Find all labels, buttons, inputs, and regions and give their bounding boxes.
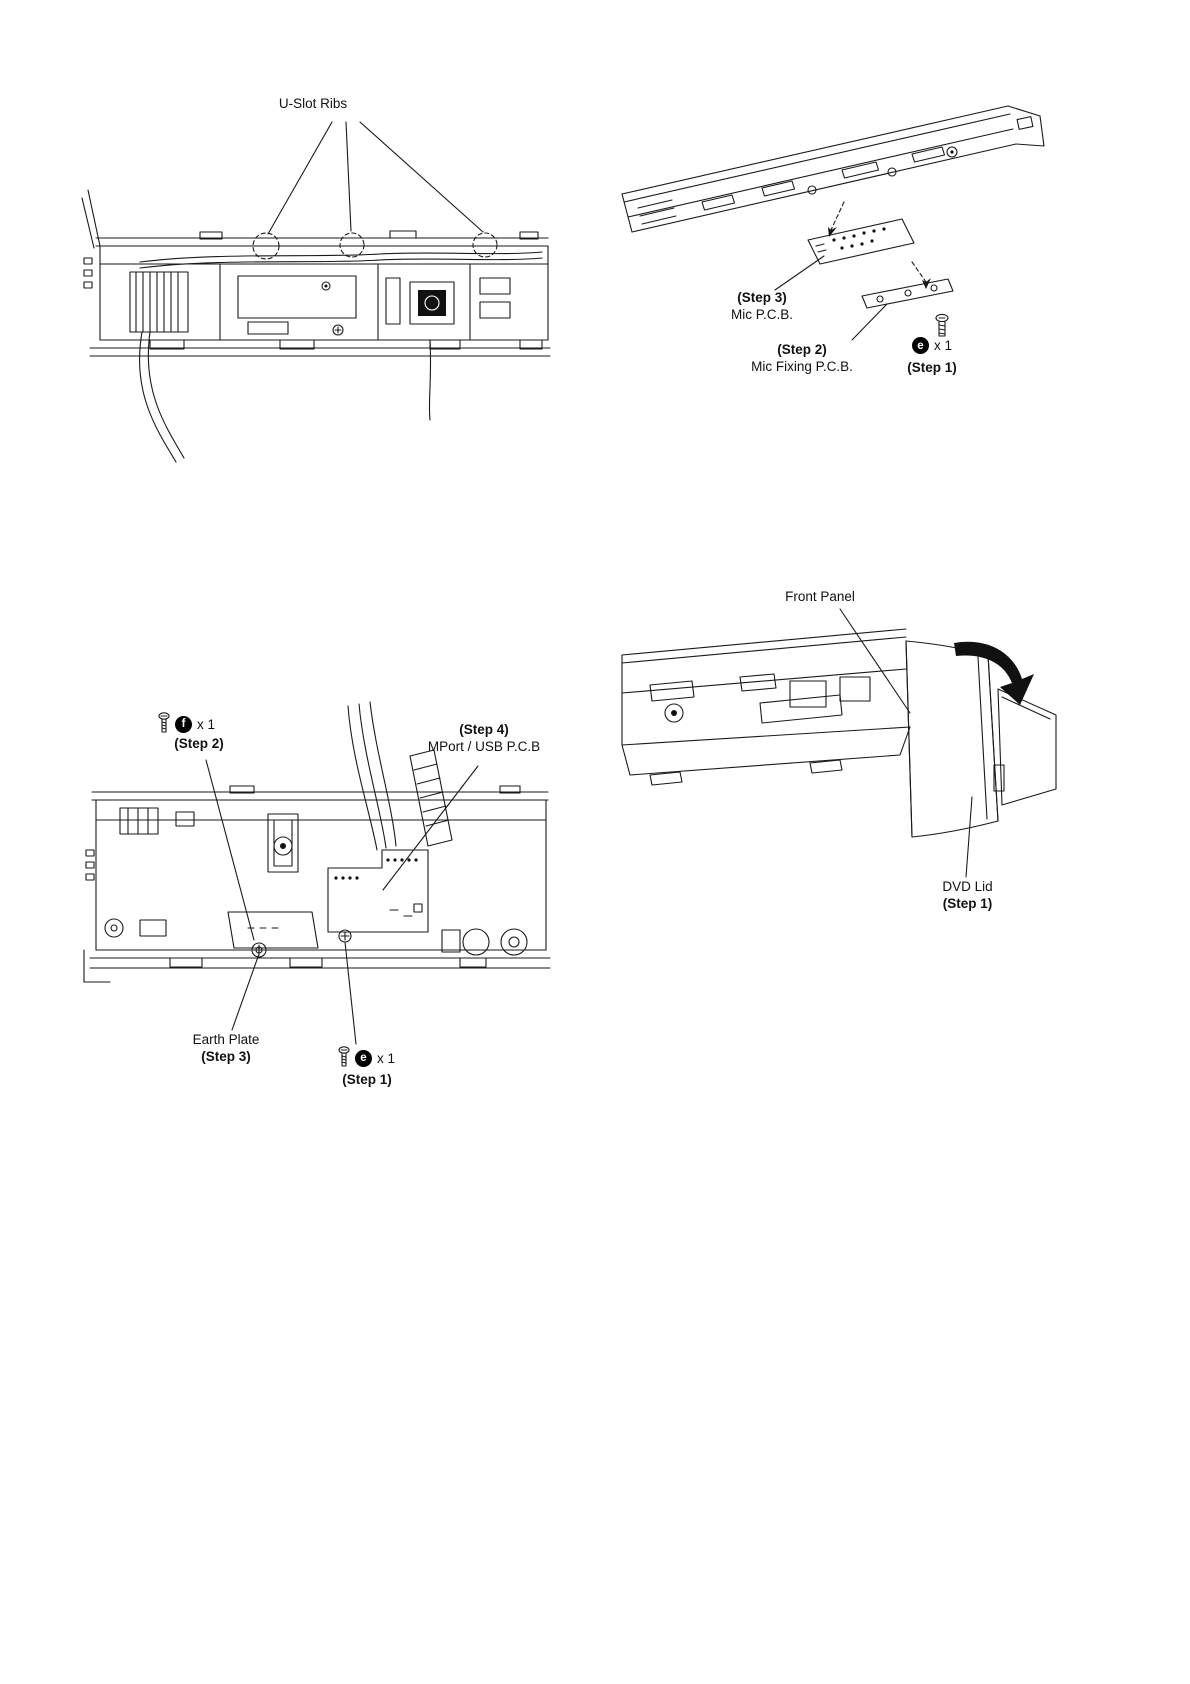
mport-step4: (Step 4): [459, 722, 509, 737]
mport-step1-label: (Step 1): [342, 1072, 392, 1087]
dvd-lid-label: DVD Lid (Step 1): [925, 879, 1010, 913]
chassis-u-slot-illustration: [81, 121, 551, 463]
mic-pcb-label: (Step 3) Mic P.C.B.: [712, 290, 812, 324]
mport-part: MPort / USB P.C.B: [427, 738, 541, 754]
mport-pcb-label: (Step 4) MPort / USB P.C.B: [410, 722, 558, 756]
earth-plate-step3: (Step 3): [201, 1048, 251, 1064]
figure-mic-pcb: (Step 3) Mic P.C.B. (Step 2) Mic Fixing …: [612, 90, 1047, 390]
screw-e-qty: x 1: [934, 338, 953, 353]
screw-e2-qty: x 1: [377, 1050, 396, 1066]
screw-f-qty: x 1: [197, 716, 216, 732]
front-panel-label: Front Panel: [785, 589, 855, 604]
screw-e2-qty-row: e x 1: [338, 1046, 395, 1070]
earth-plate-text: Earth Plate: [192, 1032, 260, 1047]
mic-fixing-step2: (Step 2): [777, 342, 827, 357]
screw-e-qty-row: e x 1: [912, 337, 952, 354]
mic-step1-label: (Step 1): [907, 360, 957, 375]
mic-pcb-step3: (Step 3): [737, 290, 787, 305]
screw-icon: [158, 712, 170, 733]
screw-f-qty-row: f x 1: [158, 712, 215, 736]
figure-u-slot-ribs: U-Slot Ribs: [80, 90, 560, 470]
mic-fixing-pcb-label: (Step 2) Mic Fixing P.C.B.: [737, 342, 867, 376]
u-slot-ribs-label: U-Slot Ribs: [278, 96, 348, 111]
mic-pcb-exploded-illustration: [621, 105, 1045, 341]
screw-e-badge: e: [912, 337, 929, 354]
screw-f-badge: f: [175, 715, 192, 733]
front-panel-illustration: [621, 608, 1057, 878]
figure-front-panel: Front Panel DVD Lid (Step 1): [610, 585, 1065, 920]
earth-plate-label: Earth Plate (Step 3): [176, 1032, 276, 1066]
mic-fixing-part: Mic Fixing P.C.B.: [751, 358, 853, 374]
figure-mport-usb-pcb: f x 1 (Step 2) (Step 4) MPort / USB P.C.…: [80, 700, 560, 1100]
dvd-lid-text: DVD Lid: [942, 879, 993, 894]
mport-usb-pcb-illustration: [83, 701, 551, 1045]
mport-step2-label: (Step 2): [174, 736, 224, 751]
dvd-lid-step1: (Step 1): [942, 895, 993, 911]
mic-pcb-part: Mic P.C.B.: [730, 306, 793, 322]
screw-icon: [338, 1046, 350, 1067]
screw-e2-badge: e: [355, 1049, 372, 1067]
